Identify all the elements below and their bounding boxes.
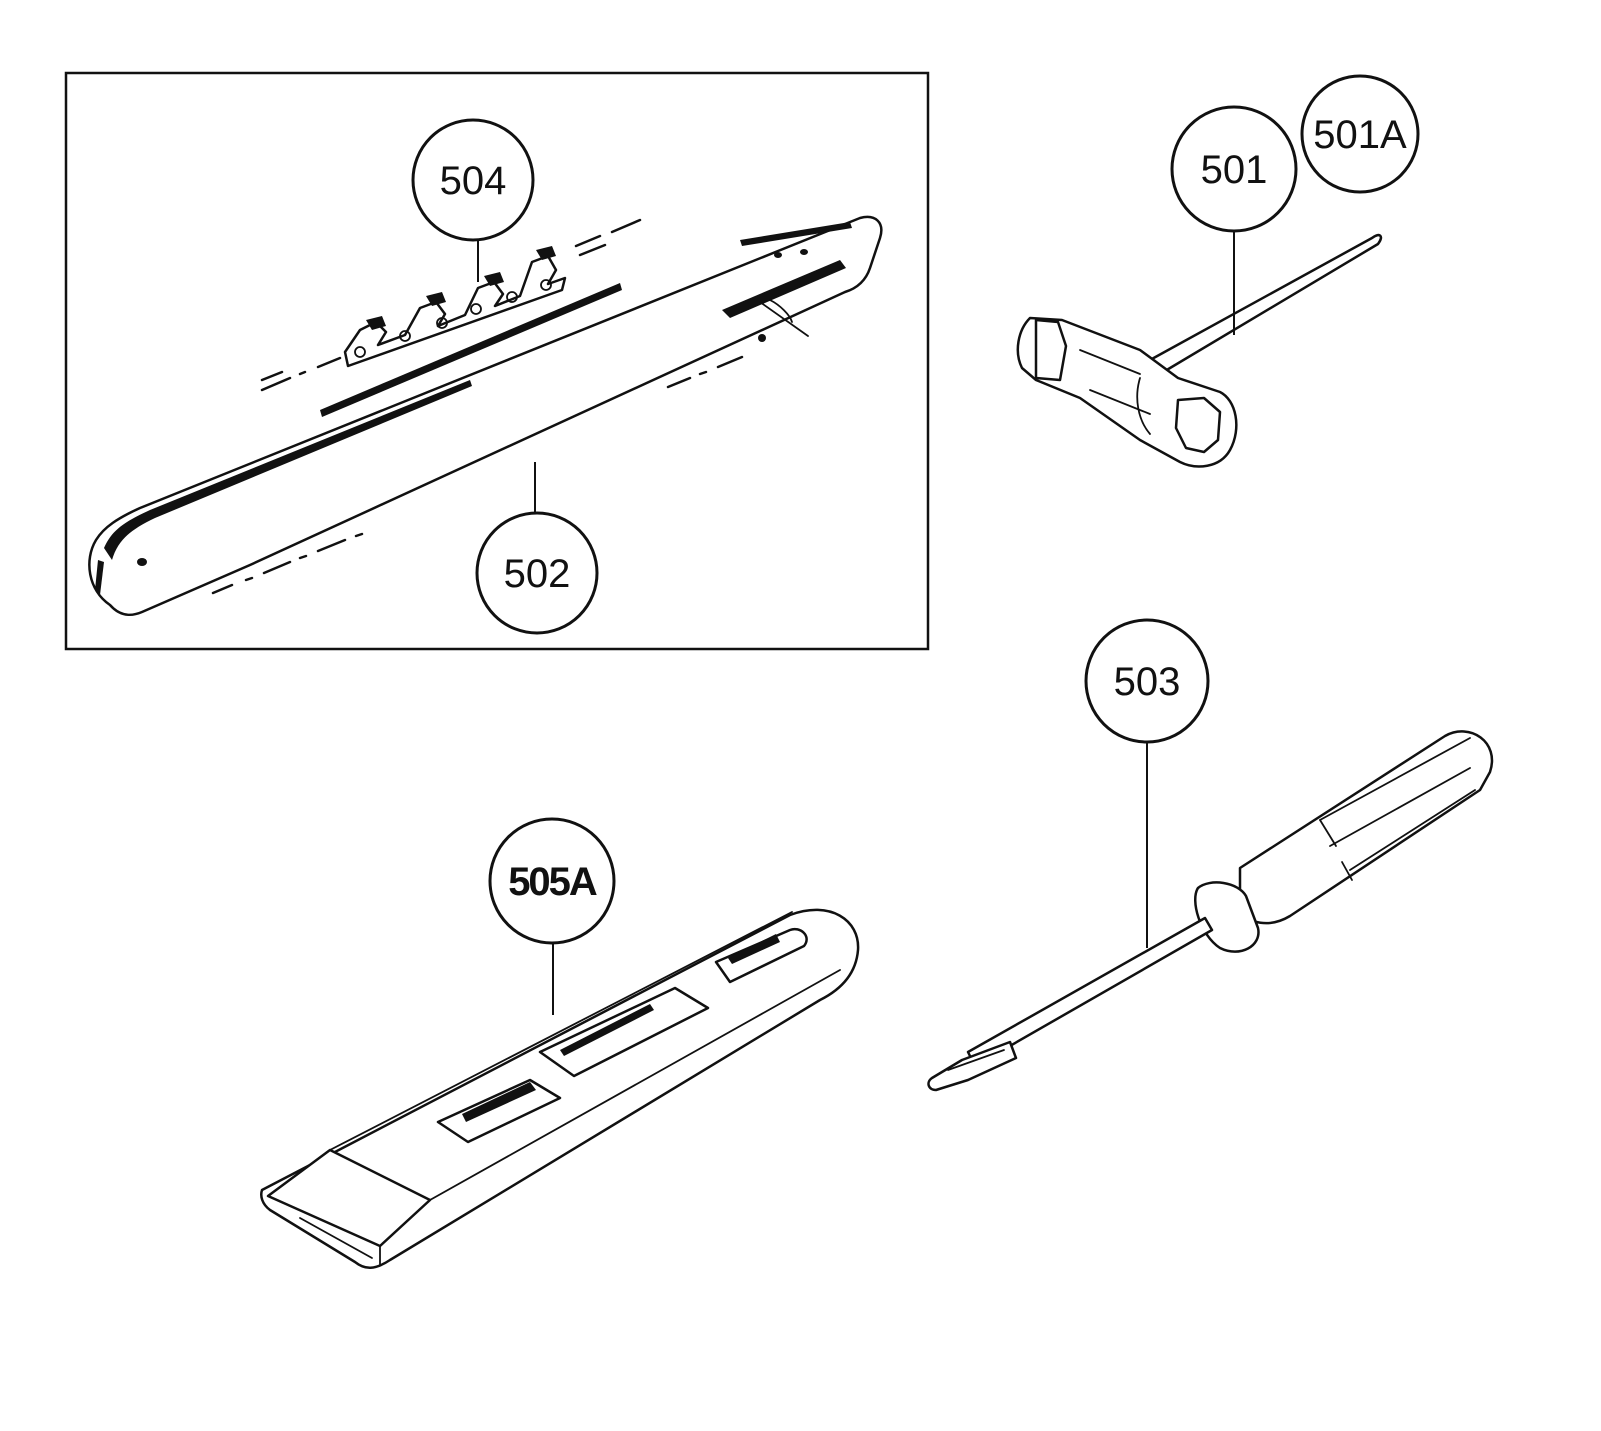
callout-504-circle xyxy=(411,118,535,242)
callout-505A-circle xyxy=(488,817,616,945)
group-frame xyxy=(64,71,930,651)
callout-501A-circle xyxy=(1300,74,1420,194)
t-wrench-group: 501 501A xyxy=(1016,74,1420,468)
callout-501A: 501A xyxy=(1313,113,1407,157)
saw-chain-icon xyxy=(260,218,642,392)
callout-505A: 505A xyxy=(508,860,597,904)
callout-502: 502 xyxy=(504,552,571,596)
callout-503: 503 xyxy=(1114,660,1181,704)
callout-504: 504 xyxy=(440,159,507,203)
bar-cover-group: 505A xyxy=(260,817,860,1269)
callout-502-circle xyxy=(475,511,599,635)
screwdriver-icon xyxy=(927,730,1494,1092)
callout-503-circle xyxy=(1084,618,1210,744)
t-wrench-icon xyxy=(1016,233,1383,468)
bar-cover-icon xyxy=(260,908,860,1269)
callout-501-circle xyxy=(1170,105,1298,233)
screwdriver-group: 503 xyxy=(927,618,1494,1092)
callout-501: 501 xyxy=(1201,148,1268,192)
bar-chain-group: 504 502 xyxy=(64,71,930,651)
guide-bar-icon xyxy=(88,215,883,617)
